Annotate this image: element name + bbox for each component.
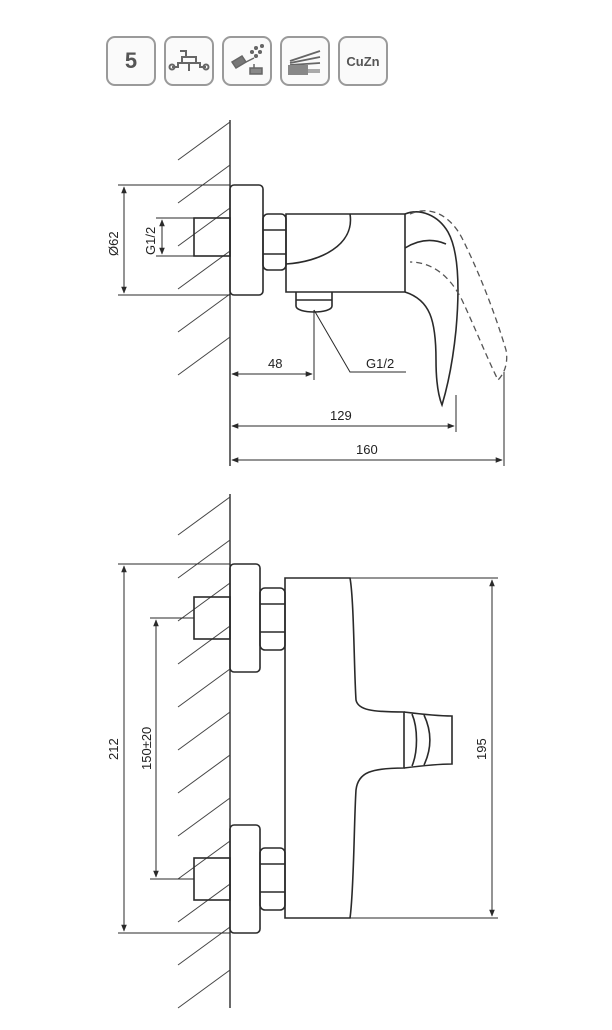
side-flange — [229, 184, 264, 296]
front-view — [118, 494, 498, 1009]
front-lever-handle — [403, 711, 453, 769]
front-bottom-inlet-pipe — [193, 857, 231, 901]
front-top-inlet-pipe — [193, 596, 231, 640]
shower-spray-badge — [222, 36, 272, 86]
front-top-flange — [229, 563, 261, 673]
side-outlet-thread-label: G1/2 — [366, 356, 394, 371]
front-dim-150-label: 150±20 — [139, 727, 154, 770]
material-label: CuZn — [346, 53, 380, 69]
front-wall-hatching — [177, 496, 231, 1009]
warranty-badge: 5 — [106, 36, 156, 86]
wall-mixer-icon — [168, 50, 210, 71]
side-dim-160-label: 160 — [356, 442, 378, 457]
side-mixer-body — [285, 213, 406, 293]
front-dim-195-label: 195 — [474, 738, 489, 760]
side-lever-handle — [404, 211, 459, 408]
lever-handle-icon — [288, 50, 321, 75]
side-diameter-label: Ø62 — [106, 231, 121, 256]
side-nut — [262, 213, 287, 271]
front-bottom-nut — [259, 847, 286, 911]
side-inlet-pipe — [193, 217, 231, 257]
front-top-nut — [259, 587, 286, 651]
side-dim-48-label: 48 — [268, 356, 282, 371]
side-outlet-nozzle — [295, 292, 333, 313]
front-mixer-body — [284, 577, 405, 919]
lever-handle-badge — [280, 36, 330, 86]
side-dim-129-label: 129 — [330, 408, 352, 423]
side-inlet-thread-label: G1/2 — [143, 227, 158, 255]
front-bottom-flange — [229, 824, 261, 934]
side-body-contour — [285, 213, 352, 265]
feature-badges: 5 — [106, 36, 388, 86]
front-dim-212-label: 212 — [106, 738, 121, 760]
side-outlet-leader — [313, 309, 406, 373]
warranty-years: 5 — [124, 48, 138, 73]
material-badge: CuZn — [338, 36, 388, 86]
side-wall-hatching — [177, 121, 231, 376]
shower-spray-icon — [230, 43, 265, 75]
side-view — [118, 120, 508, 466]
wall-mixer-badge — [164, 36, 214, 86]
